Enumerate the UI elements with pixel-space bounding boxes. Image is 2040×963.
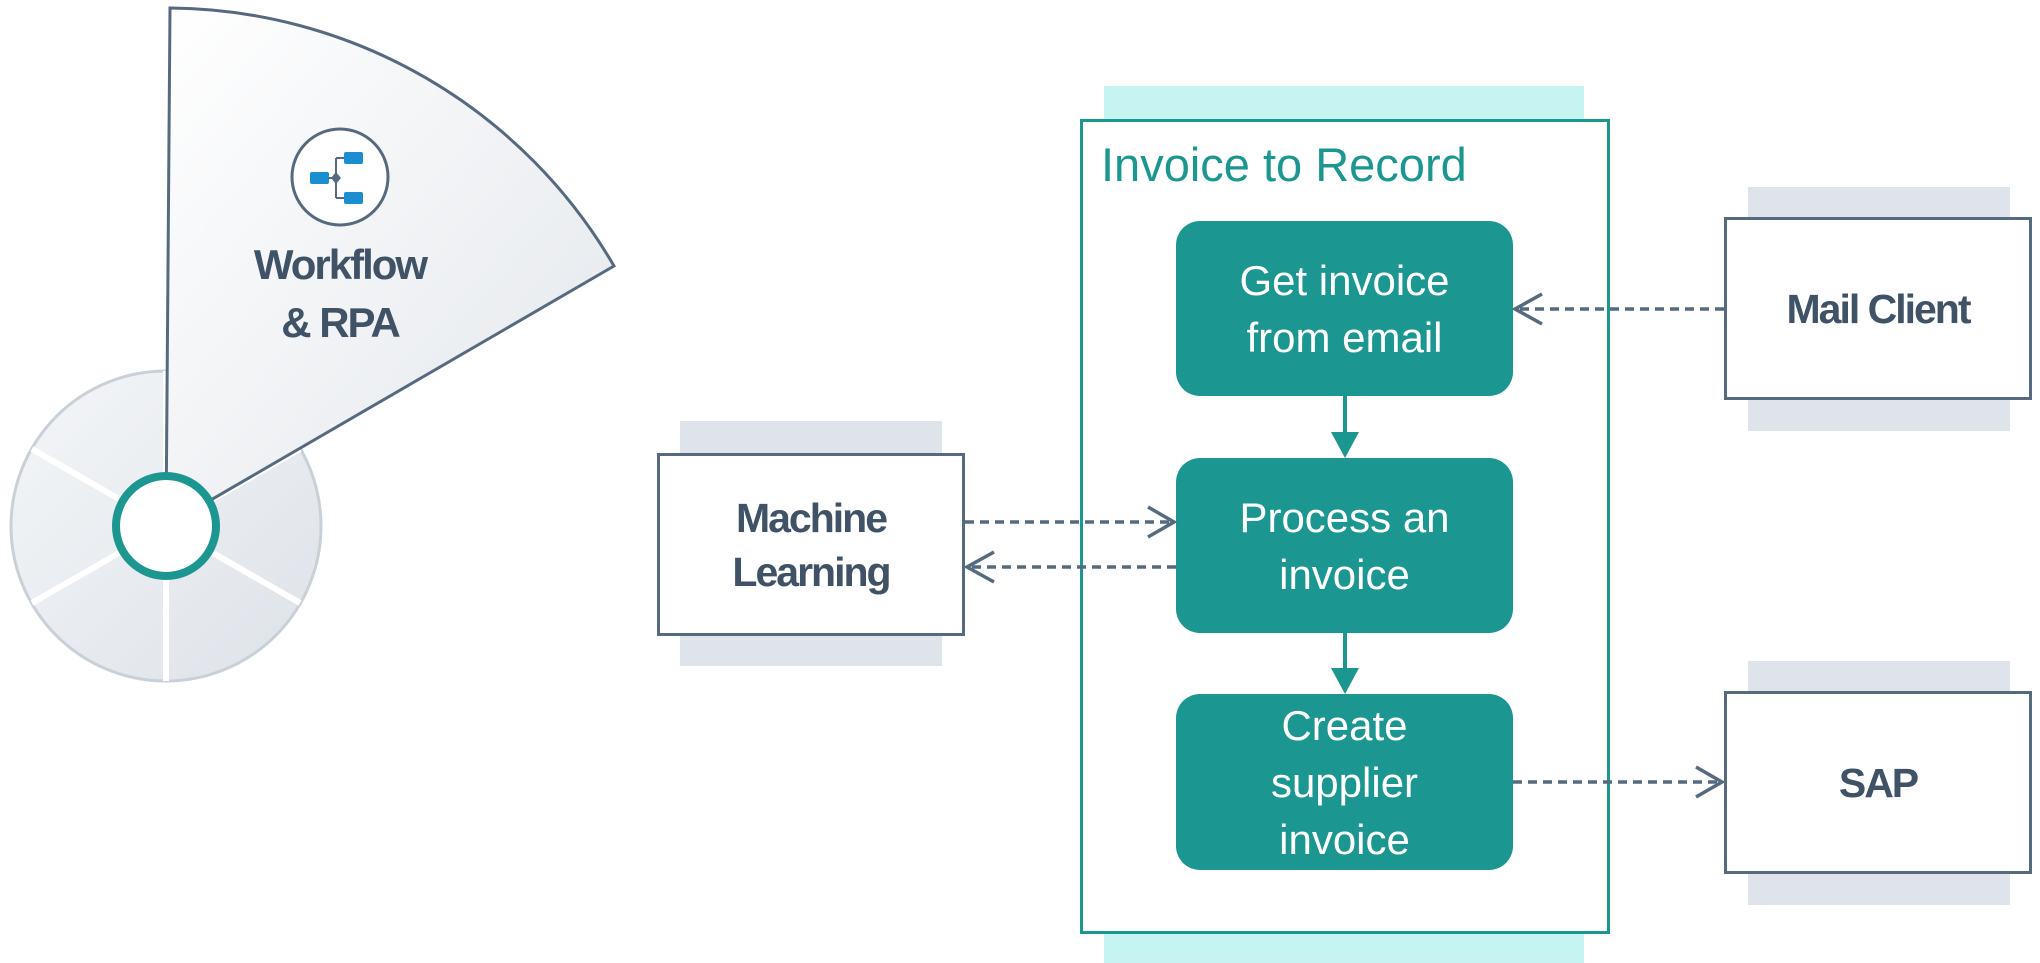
- container-title: Invoice to Record: [1101, 138, 1467, 191]
- system-label: SAP: [1838, 759, 1919, 806]
- flow-arrow-1: [1331, 396, 1359, 458]
- dashed-arrow-step-to-ml: [963, 550, 1176, 584]
- dashed-arrow-step-to-sap: [1513, 765, 1726, 799]
- wheel-segment-label: Workflow & RPA: [253, 241, 428, 346]
- step-get-invoice[interactable]: Get invoice from email: [1176, 221, 1513, 396]
- step-label: Create supplier invoice: [1270, 701, 1419, 863]
- step-process-invoice[interactable]: Process an invoice: [1176, 458, 1513, 633]
- sap-box[interactable]: SAP: [1724, 691, 2032, 874]
- step-create-supplier-invoice[interactable]: Create supplier invoice: [1176, 694, 1513, 870]
- mail-client-box[interactable]: Mail Client: [1724, 217, 2032, 400]
- step-label: Get invoice from email: [1239, 256, 1450, 361]
- dashed-arrow-mail-to-step: [1511, 292, 1724, 326]
- wheel-hub: [112, 472, 220, 580]
- workflow-icon: [290, 127, 390, 227]
- step-label: Process an invoice: [1239, 493, 1450, 598]
- machine-learning-box[interactable]: Machine Learning: [657, 453, 965, 636]
- flow-arrow-2: [1331, 633, 1359, 694]
- system-label: Mail Client: [1786, 285, 1971, 332]
- wheel-segment-workflow: [164, 6, 617, 529]
- system-label: Machine Learning: [732, 494, 891, 595]
- dashed-arrow-ml-to-step: [965, 505, 1178, 539]
